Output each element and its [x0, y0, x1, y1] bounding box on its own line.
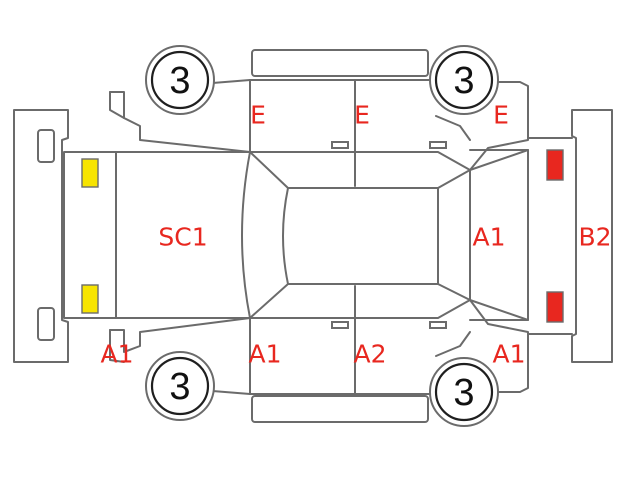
damage-label-top-rear-fender: E: [493, 101, 509, 130]
damage-label-rear-glass: A1: [472, 223, 505, 252]
damage-label-hood: SC1: [158, 223, 207, 252]
tire-rear-left: 3: [429, 45, 499, 115]
tire-front-right: 3: [145, 351, 215, 421]
hood: [115, 151, 251, 319]
front-nose: [63, 151, 117, 319]
damage-label-bottom-front-door: A2: [353, 340, 386, 369]
damage-label-bottom-front-bumper-corner: A1: [100, 340, 133, 369]
front-bumper: [13, 109, 69, 363]
damage-label-top-rear-door: E: [354, 101, 370, 130]
tire-rear-right: 3: [429, 357, 499, 427]
rear-lamp-left: [546, 149, 564, 181]
tire-front-right-number: 3: [169, 366, 190, 408]
front-lamp-left: [81, 158, 99, 188]
rear-deck: [469, 149, 529, 321]
damage-label-top-front-door: E: [250, 101, 266, 130]
tire-rear-right-number: 3: [453, 372, 474, 414]
rear-lamp-right: [546, 291, 564, 323]
tire-rear-left-number: 3: [453, 60, 474, 102]
tire-front-left: 3: [145, 45, 215, 115]
damage-labels: E E E SC1 A1 B2 A1 A1 A2 A1: [100, 101, 611, 369]
damage-label-rear-bumper: B2: [578, 223, 611, 252]
cabin: [249, 151, 471, 319]
rear-bumper: [527, 109, 613, 363]
front-lamp-right: [81, 284, 99, 314]
bottom-side-profile: [109, 285, 529, 423]
top-side-profile: [109, 49, 529, 187]
damage-label-bottom-rear-fender: A1: [492, 340, 525, 369]
damage-label-bottom-front-fender: A1: [248, 340, 281, 369]
tire-front-left-number: 3: [169, 60, 190, 102]
